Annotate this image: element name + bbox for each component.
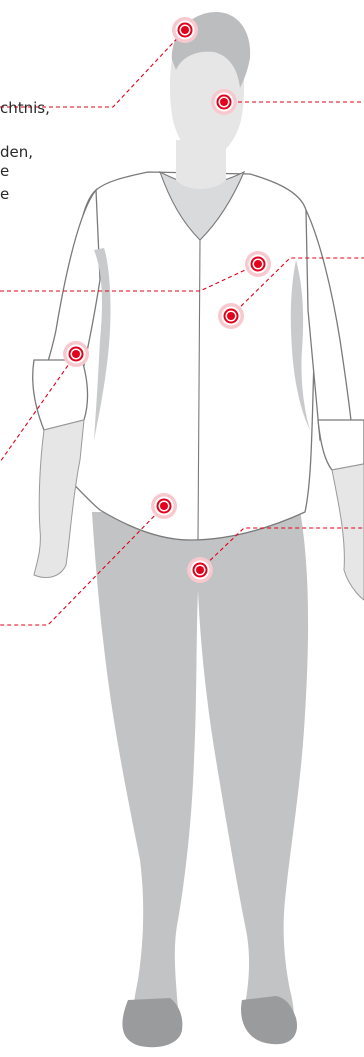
right-cuff bbox=[318, 420, 364, 470]
text-fragment-4: e bbox=[0, 187, 9, 202]
marker-abdomen[interactable] bbox=[151, 493, 177, 519]
text-fragment-1: chtnis, bbox=[0, 101, 50, 116]
left-shoe bbox=[122, 998, 182, 1047]
marker-chest-right[interactable] bbox=[245, 251, 271, 277]
right-forearm bbox=[332, 464, 364, 600]
trousers bbox=[92, 510, 308, 1041]
marker-head-top[interactable] bbox=[172, 17, 198, 43]
marker-eye[interactable] bbox=[211, 89, 237, 115]
marker-elbow[interactable] bbox=[63, 341, 89, 367]
marker-chest-left[interactable] bbox=[218, 303, 244, 329]
marker-groin[interactable] bbox=[187, 557, 213, 583]
leader-line-head bbox=[0, 30, 185, 107]
left-cuff bbox=[33, 360, 88, 430]
left-forearm bbox=[34, 420, 84, 578]
text-fragment-2: den, bbox=[0, 145, 33, 160]
text-fragment-3: e bbox=[0, 164, 9, 179]
shirt bbox=[60, 172, 316, 540]
